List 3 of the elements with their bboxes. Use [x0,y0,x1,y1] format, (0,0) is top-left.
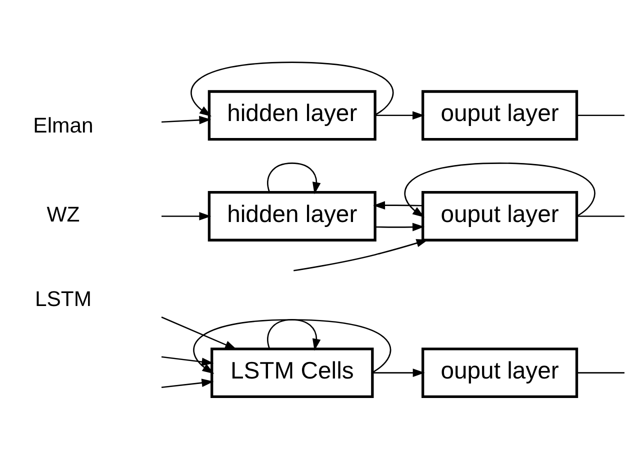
label: LSTM [34,288,92,312]
label: Elman [33,114,94,138]
label: WZ [46,203,80,226]
